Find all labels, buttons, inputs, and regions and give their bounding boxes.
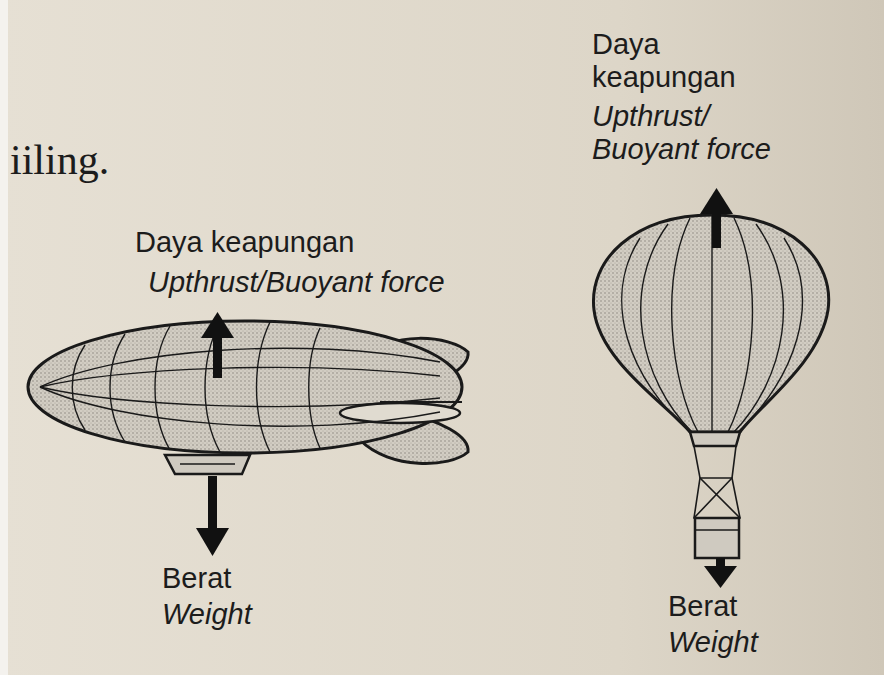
- hot-air-balloon: [593, 215, 828, 558]
- airship: [28, 321, 468, 474]
- weight-label: Weight: [162, 598, 252, 631]
- force-label: Daya keapungan: [135, 226, 354, 259]
- force-arrow: [196, 312, 234, 556]
- force-arrow: [700, 188, 737, 588]
- force-label: Upthrust/Buoyant force: [148, 266, 445, 299]
- weight-label: Weight: [668, 626, 758, 659]
- heading-fragment: iiling.: [10, 136, 109, 184]
- force-label: Upthrust/ Buoyant force: [592, 100, 797, 167]
- weight-label: Berat: [668, 590, 737, 623]
- page-edge: [0, 0, 8, 675]
- weight-label: Berat: [162, 562, 231, 595]
- force-label: Daya keapungan: [592, 28, 762, 95]
